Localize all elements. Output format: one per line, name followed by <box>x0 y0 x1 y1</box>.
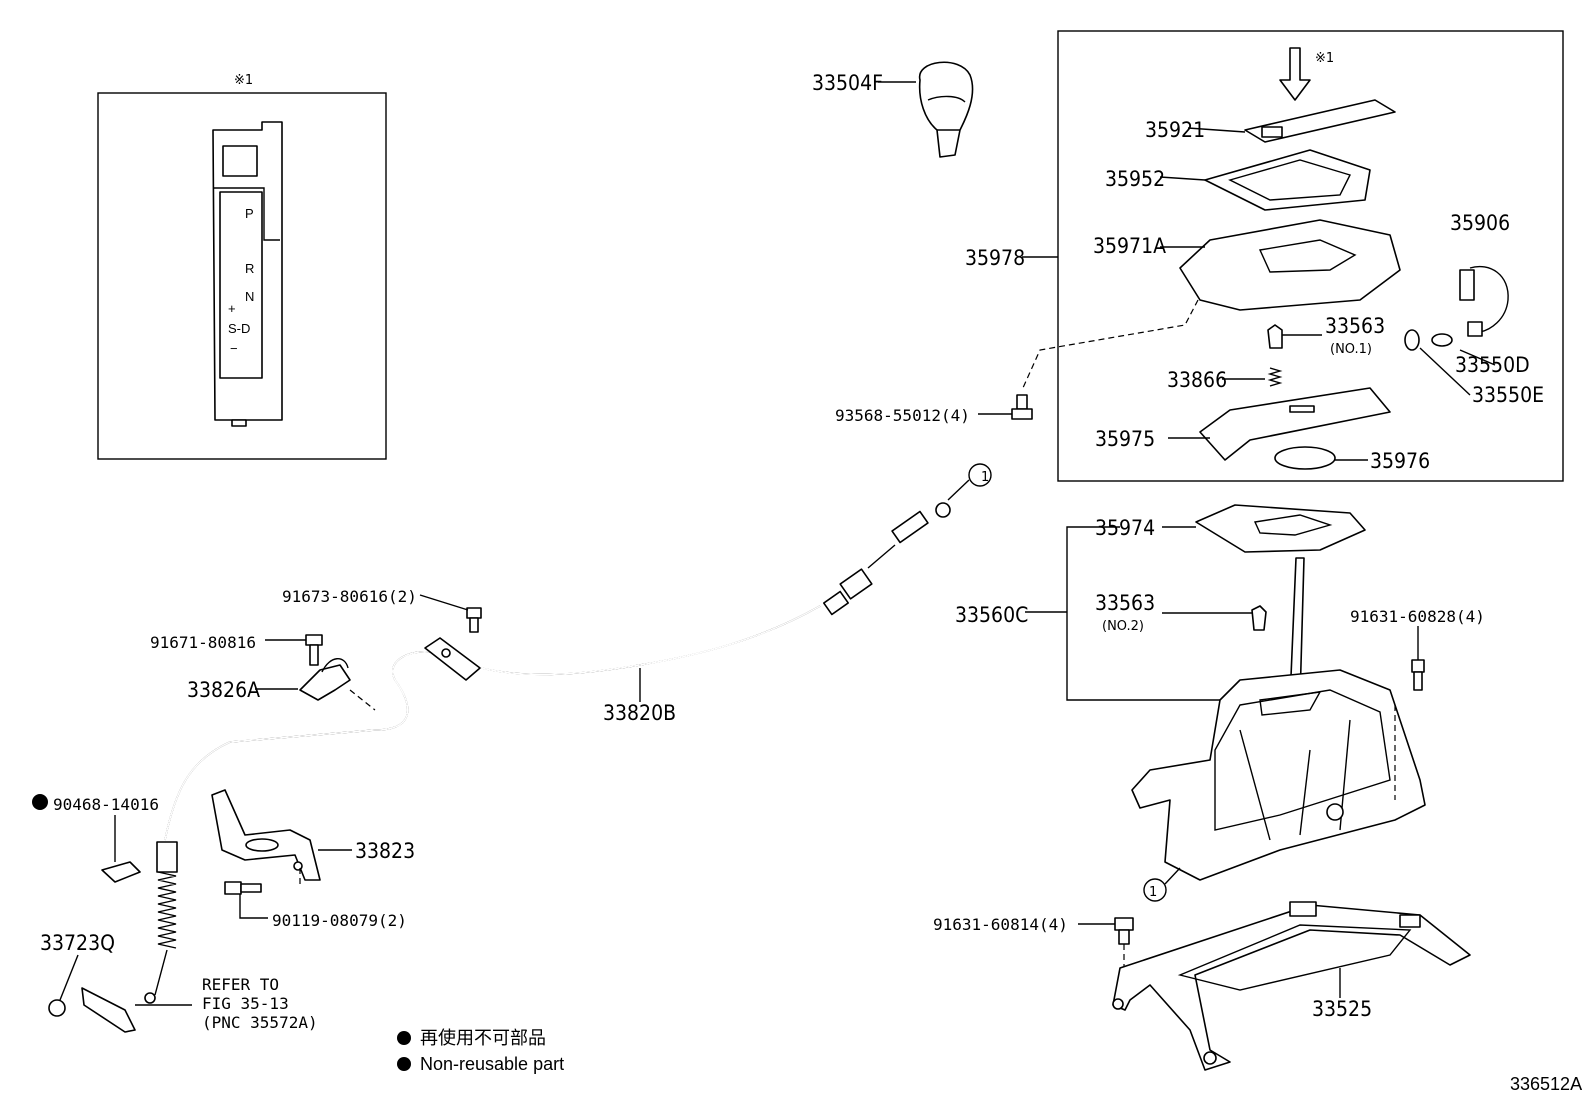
label-91631-60828: 91631-60828(4) <box>1350 607 1485 626</box>
label-90468: 90468-14016 <box>53 795 159 814</box>
label-35975: 35975 <box>1095 427 1155 451</box>
legend-bullet-icon <box>397 1031 411 1045</box>
label-35976: 35976 <box>1370 449 1430 473</box>
refer-line-2: FIG 35-13 <box>202 994 289 1013</box>
label-33563-no1: 33563 <box>1325 314 1385 338</box>
shift-cable-33820B <box>144 463 992 1004</box>
inset-note: ※1 <box>234 73 253 88</box>
label-no2: (NO.2) <box>1102 619 1144 634</box>
gear-p: P <box>245 206 254 221</box>
label-35978: 35978 <box>965 246 1025 270</box>
gear-plus: + <box>228 301 236 316</box>
label-no1: (NO.1) <box>1330 342 1372 357</box>
label-33723Q: 33723Q <box>40 931 115 955</box>
label-33563-no2: 33563 <box>1095 591 1155 615</box>
label-33525: 33525 <box>1312 997 1372 1021</box>
refer-line-1: REFER TO <box>202 975 279 994</box>
legend-en: Non-reusable part <box>420 1054 564 1074</box>
bracket-33823 <box>211 789 352 885</box>
gear-minus: − <box>230 341 238 356</box>
figure-number: 336512A <box>1510 1074 1582 1094</box>
label-33550E: 33550E <box>1472 383 1544 407</box>
label-33550D: 33550D <box>1455 353 1530 377</box>
bolt-91671 <box>265 634 323 666</box>
legend-jp: 再使用不可部品 <box>420 1028 546 1048</box>
bolt-90119 <box>224 881 268 919</box>
label-33820B: 33820B <box>603 701 676 725</box>
label-35971A: 35971A <box>1093 234 1166 258</box>
label-35921: 35921 <box>1145 118 1205 142</box>
label-93568: 93568-55012(4) <box>835 406 970 425</box>
bolt-91673 <box>419 594 482 633</box>
clip-33723Q <box>48 954 192 1033</box>
legend: 再使用不可部品 Non-reusable part <box>397 1028 564 1074</box>
gear-r: R <box>245 261 254 276</box>
shift-indicator-inset: ※1 P R N + S-D − <box>97 73 387 460</box>
group-note: ※1 <box>1315 51 1334 66</box>
label-91673: 91673-80616(2) <box>282 587 417 606</box>
console-group-box: ※1 <box>1021 30 1564 482</box>
shift-lever-assembly <box>1025 504 1471 1071</box>
label-33823: 33823 <box>355 839 415 863</box>
label-91631-60814: 91631-60814(4) <box>933 915 1068 934</box>
label-33504F: 33504F <box>812 71 883 95</box>
label-33826A: 33826A <box>187 678 260 702</box>
callout-1-upper: 1 <box>981 470 989 485</box>
label-90119: 90119-08079(2) <box>272 911 407 930</box>
clip-90468 <box>32 794 141 883</box>
label-35906: 35906 <box>1450 211 1510 235</box>
label-35952: 35952 <box>1105 167 1165 191</box>
label-91671: 91671-80816 <box>150 633 256 652</box>
callout-1-lower: 1 <box>1149 885 1157 900</box>
bolt-93568 <box>978 394 1033 420</box>
label-35974: 35974 <box>1095 516 1155 540</box>
label-33866: 33866 <box>1167 368 1227 392</box>
shift-knob-drawing <box>878 61 974 158</box>
refer-line-3: (PNC 35572A) <box>202 1013 318 1032</box>
gear-n: N <box>245 289 254 304</box>
label-33560C: 33560C <box>955 603 1028 627</box>
clip-33826A <box>255 658 376 711</box>
gear-sd: S-D <box>228 321 250 336</box>
legend-bullet-icon <box>397 1057 411 1071</box>
